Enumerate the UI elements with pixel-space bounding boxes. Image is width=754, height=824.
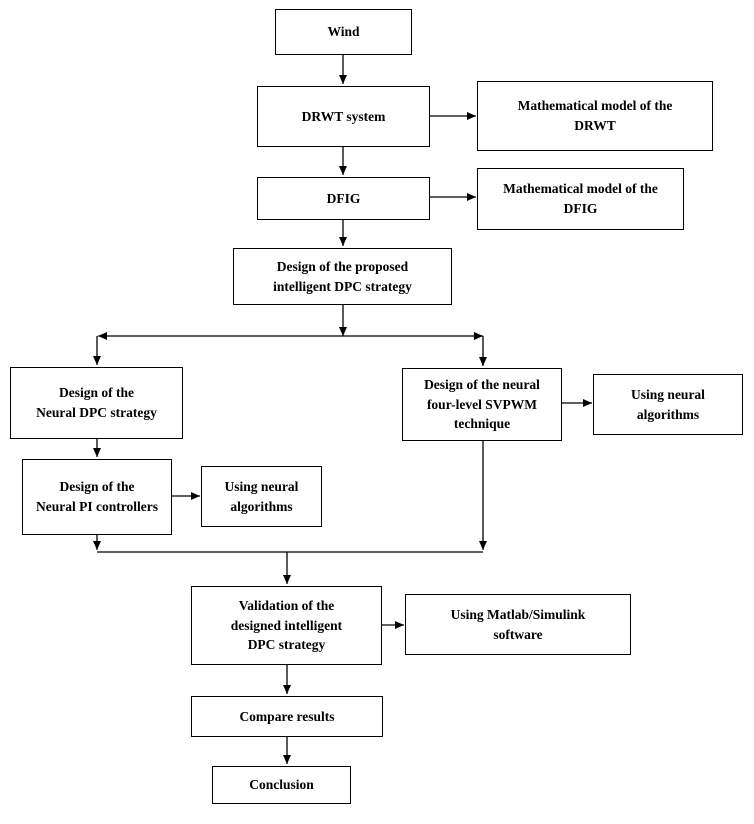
node-design-neural-dpc-label: Design of the Neural DPC strategy [36, 385, 157, 420]
node-design-neural-pi: Design of the Neural PI controllers [22, 459, 172, 535]
node-validation-label: Validation of the designed intelligent D… [230, 598, 343, 653]
node-using-neural-algorithms-2-label: Using neural algorithms [224, 478, 299, 514]
node-compare-results: Compare results [191, 696, 383, 737]
node-using-neural-algorithms-1-label: Using neural algorithms [631, 386, 705, 422]
node-wind-label: Wind [327, 24, 360, 40]
node-design-proposed: Design of the proposed intelligent DPC s… [233, 248, 452, 305]
node-using-matlab-label: Using Matlab/Simulink software [450, 606, 586, 642]
node-wind: Wind [275, 9, 412, 55]
node-dfig: DFIG [257, 177, 430, 220]
node-drwt-system: DRWT system [257, 86, 430, 147]
node-design-neural-pi-label: Design of the Neural PI controllers [36, 479, 158, 514]
node-using-neural-algorithms-2: Using neural algorithms [201, 466, 322, 527]
node-using-matlab: Using Matlab/Simulink software [405, 594, 631, 655]
node-conclusion-label: Conclusion [249, 777, 314, 793]
node-math-drwt-label: Mathematical model of the DRWT [517, 98, 673, 133]
node-validation: Validation of the designed intelligent D… [191, 586, 382, 665]
node-design-neural-svpwm: Design of the neural four-level SVPWM te… [402, 368, 562, 441]
node-dfig-label: DFIG [326, 190, 361, 206]
node-math-dfig: Mathematical model of the DFIG [477, 168, 684, 230]
node-math-dfig-label: Mathematical model of the DFIG [503, 181, 658, 216]
node-drwt-system-label: DRWT system [301, 108, 386, 124]
node-design-neural-dpc: Design of the Neural DPC strategy [10, 367, 183, 439]
node-compare-results-label: Compare results [239, 708, 335, 724]
node-design-proposed-label: Design of the proposed intelligent DPC s… [273, 258, 412, 294]
node-design-neural-svpwm-label: Design of the neural four-level SVPWM te… [424, 377, 540, 432]
node-using-neural-algorithms-1: Using neural algorithms [593, 374, 743, 435]
node-math-drwt: Mathematical model of the DRWT [477, 81, 713, 151]
node-conclusion: Conclusion [212, 766, 351, 804]
